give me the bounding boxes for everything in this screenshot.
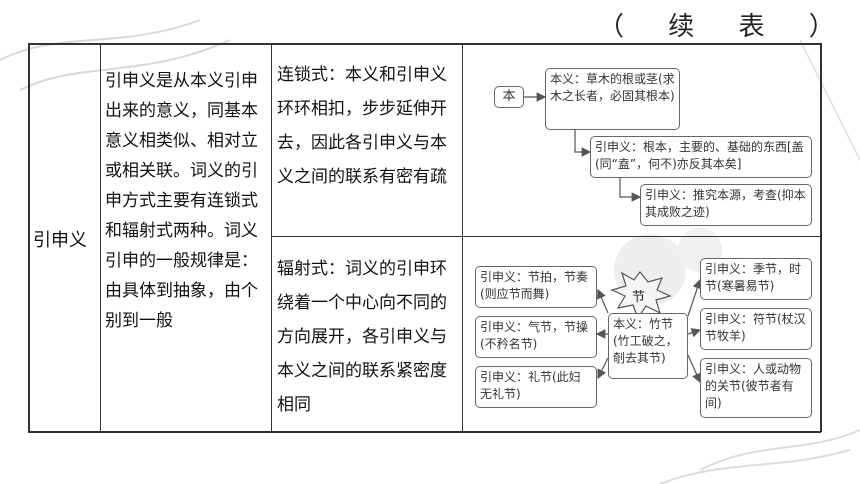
table-col-divider-1	[100, 43, 101, 432]
table-border-right	[820, 43, 822, 432]
radial-left-box-1: 引申义：节拍，节奏(则应节而舞)	[475, 266, 597, 308]
radial-left-box-2: 引申义：气节，节操(不矜名节)	[475, 316, 597, 358]
chain-description: 连锁式：本义和引申义环环相扣，步步延伸开去，因此各引申义与本义之间的联系有密有疏	[277, 65, 447, 187]
radial-right-box-3: 引申义：人或动物的关节(彼节者有间)	[700, 358, 812, 418]
radial-right-box-2: 引申义：符节(杖汉节牧羊)	[700, 308, 812, 350]
radial-description: 辐射式：词义的引申环绕着一个中心向不同的方向展开，各引申义与本义之间的联系紧密度…	[277, 259, 447, 415]
chain-ext2-box: 引申义：推究本源，考查(抑本其成败之迹)	[640, 184, 812, 226]
chain-ext1-box: 引申义：根本，主要的、基础的东西[盖(同“盍”，何不)亦反其本矣]	[590, 136, 812, 178]
table-col-divider-2	[271, 43, 272, 432]
row-label: 引申义	[33, 230, 87, 251]
table-border-bottom	[28, 431, 821, 433]
table-col-divider-3	[462, 43, 463, 432]
table-row-divider	[271, 236, 821, 237]
continued-table-heading: （ 续 表 ）	[598, 12, 853, 42]
radial-original-box: 本义：竹节(竹工破之，剞去其节)	[608, 313, 688, 379]
definition-text: 引申义是从本义引申出来的意义，同基本意义相类似、相对立或相关联。词义的引申方式主…	[105, 71, 258, 331]
chain-original-box: 本义：草木的根或茎(求木之长者，必固其根本)	[545, 68, 680, 130]
radial-left-box-3: 引申义：礼节(此妇无礼节)	[475, 366, 597, 408]
radial-right-box-1: 引申义：季节，时节(寒暑易节)	[700, 258, 812, 300]
table-border-top	[28, 43, 821, 45]
chain-root-box: 本	[494, 86, 524, 108]
table-border-left	[28, 43, 30, 432]
radial-center-word: 节	[632, 290, 646, 305]
